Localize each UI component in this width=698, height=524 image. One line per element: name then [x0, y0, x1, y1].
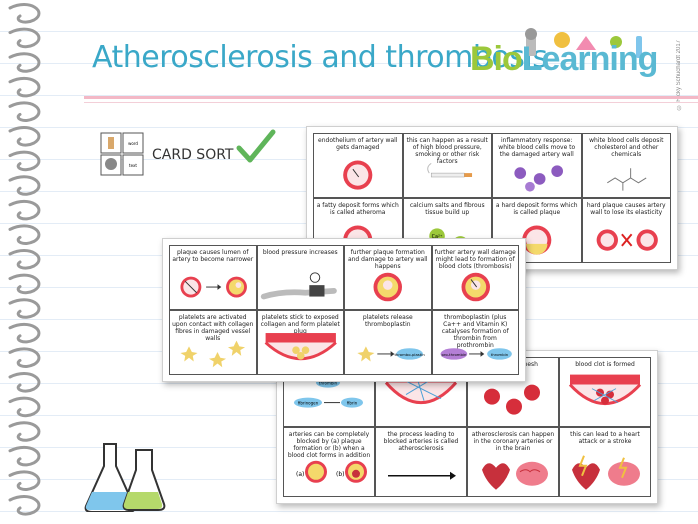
spiral-ring	[8, 495, 41, 516]
platelet-plug-icon	[264, 332, 337, 361]
spiral-binding	[8, 3, 41, 516]
svg-text:thrombin: thrombin	[319, 380, 338, 385]
card[interactable]: blood pressure increases	[256, 245, 344, 310]
lost-elasticity-icon	[596, 229, 658, 251]
card[interactable]: this can happen as a result of high bloo…	[402, 133, 492, 198]
spiral-ring	[8, 101, 41, 122]
svg-text:pro-thrombin: pro-thrombin	[441, 352, 467, 357]
card[interactable]: the process leading to blocked arteries …	[375, 427, 467, 497]
spiral-ring	[8, 273, 41, 295]
svg-text:Ca²⁺: Ca²⁺	[431, 234, 442, 240]
checkmark-icon	[236, 129, 276, 163]
card[interactable]: thromboplastin (plus Ca++ and Vitamin K)…	[431, 310, 519, 375]
cholesterol-molecule-icon	[606, 168, 646, 191]
cigarette-icon	[426, 162, 472, 178]
red-blood-cells-icon	[484, 384, 540, 415]
biolearning-logo	[525, 28, 642, 58]
spiral-ring	[8, 249, 41, 270]
blocked-arteries-icon: (a) (b)	[296, 461, 367, 484]
card[interactable]: this can lead to a heart attack or a str…	[559, 427, 651, 497]
spiral-ring	[8, 347, 41, 368]
card[interactable]: arteries can be completely blocked by (a…	[283, 427, 375, 497]
svg-text:(b): (b)	[336, 471, 345, 478]
header-rule-thin	[84, 102, 698, 103]
spiral-ring	[8, 3, 41, 24]
white-blood-cells-icon	[514, 165, 563, 192]
artery-clot-icon	[461, 272, 490, 302]
header-rule	[84, 96, 698, 99]
artery-plaque-icon	[522, 225, 552, 255]
svg-text:fibrinogen: fibrinogen	[298, 400, 319, 405]
flasks-icon	[84, 443, 166, 512]
spiral-ring	[8, 150, 41, 172]
spiral-ring	[8, 372, 41, 393]
svg-text:(a): (a)	[296, 471, 304, 478]
spiral-ring	[8, 470, 41, 491]
thrombin-formation-icon: pro-thrombin thrombin	[440, 348, 512, 360]
heart-and-brain-icon	[482, 462, 548, 491]
lumen-narrowing-icon	[180, 276, 247, 298]
card[interactable]: platelets are activated upon contact wit…	[169, 310, 257, 375]
svg-text:thrombin: thrombin	[490, 352, 508, 357]
card[interactable]: platelets release thromboplastin thrombo…	[344, 310, 432, 375]
card[interactable]: blood clot is formed	[559, 357, 651, 427]
svg-text:word: word	[128, 141, 138, 146]
spiral-ring	[8, 421, 41, 442]
activated-platelets-icon	[180, 340, 246, 368]
process-arrow-icon	[388, 472, 456, 481]
card-sort-label: CARD SORT	[152, 147, 234, 163]
logo-text: BioLearning	[470, 40, 658, 78]
card[interactable]: inflammatory response: white blood cells…	[492, 133, 582, 198]
artery-further-plaque-icon	[373, 272, 402, 302]
blood-clot-icon	[568, 374, 642, 405]
card[interactable]: plaque causes lumen of artery to become …	[169, 245, 257, 310]
svg-text:fibrin: fibrin	[347, 400, 358, 405]
card[interactable]: further artery wall damage might lead to…	[431, 245, 519, 310]
spiral-ring	[8, 76, 41, 98]
spiral-ring	[8, 445, 41, 467]
heart-attack-stroke-icon	[572, 455, 640, 491]
card[interactable]: endothelium of artery wall gets damaged	[313, 133, 403, 198]
svg-text:text: text	[129, 163, 137, 168]
card[interactable]: atherosclerosis can happen in the corona…	[467, 427, 559, 497]
card[interactable]: platelets stick to exposed collagen and …	[256, 310, 344, 375]
spiral-ring	[8, 224, 41, 245]
card[interactable]: further plaque formation and damage to a…	[344, 245, 432, 310]
spiral-ring	[8, 396, 41, 418]
card[interactable]: white blood cells deposit cholesterol an…	[581, 133, 671, 198]
spiral-ring	[8, 322, 41, 344]
page-title: Atherosclerosis and thrombosis	[92, 40, 548, 75]
artery-damaged-icon	[343, 160, 373, 190]
spiral-ring	[8, 175, 41, 196]
spiral-ring	[8, 52, 41, 73]
spiral-ring	[8, 126, 41, 147]
card[interactable]: hard plaque causes artery wall to lose i…	[581, 198, 671, 263]
spiral-ring	[8, 199, 41, 221]
blood-pressure-cuff-icon	[260, 272, 337, 300]
card-sheet-2: plaque causes lumen of artery to become …	[162, 238, 526, 382]
mini-cards-icon: word text	[100, 132, 144, 176]
thromboplastin-release-icon: thrombo-plastin	[357, 346, 425, 362]
spiral-ring	[8, 298, 41, 319]
spiral-ring	[8, 27, 41, 49]
svg-text:thrombo-plastin: thrombo-plastin	[394, 352, 425, 357]
